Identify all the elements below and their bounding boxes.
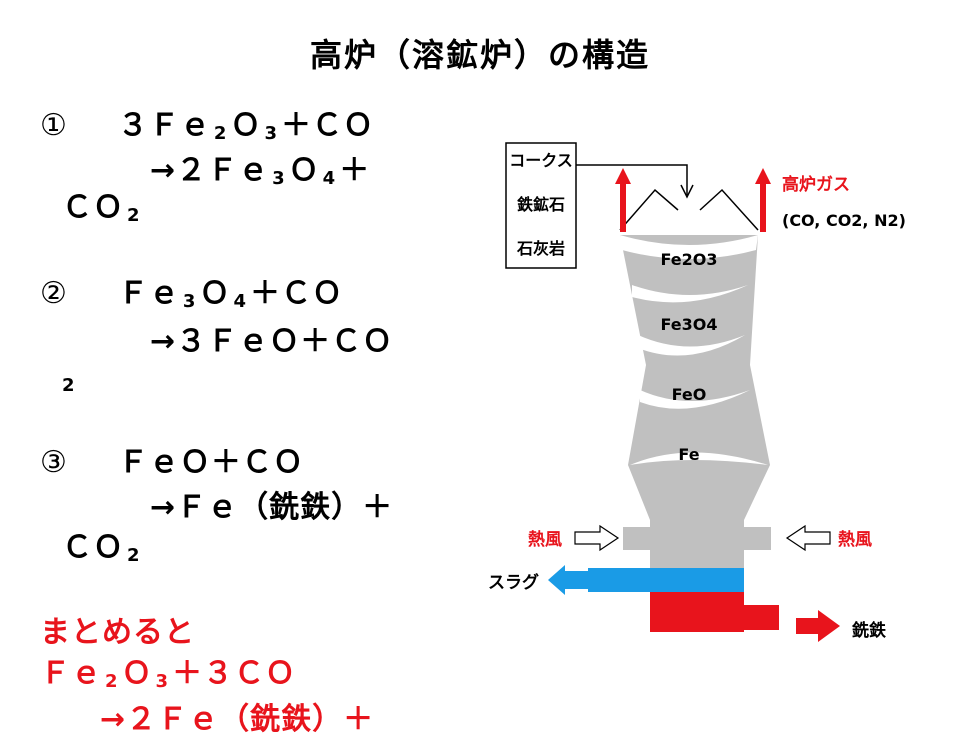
furnace-gas-formula: (CO, CO2, N2): [782, 211, 906, 230]
furnace-gas-label: 高炉ガス: [782, 174, 850, 195]
input-materials-box: [505, 142, 577, 269]
summary-text: Ｏ: [121, 656, 153, 691]
hopper-right: [699, 188, 759, 231]
furnace-body: [620, 235, 770, 600]
reaction-2-number: ②: [40, 276, 68, 311]
zone-label-fe2o3: Fe2O3: [661, 250, 718, 269]
zone-divider: [640, 390, 750, 409]
blast-furnace-diagram: コークス 鉄鉱石 石灰岩 高炉ガス (CO, CO2, N2) Fe2O3 Fe…: [488, 142, 906, 642]
reaction-2-text: Ｆｅ: [117, 276, 180, 311]
hopper-left: [619, 188, 679, 231]
subscript: 4: [233, 291, 247, 312]
subscript: 2: [127, 205, 141, 226]
zone-divider: [638, 335, 745, 356]
reaction-3-text: ＦｅＯ＋ＣＯ: [117, 445, 304, 480]
summary-text: ＋３ＣＯ: [172, 656, 297, 691]
reaction-1-text: Ｏ: [288, 153, 320, 188]
pig-iron-layer: [650, 592, 744, 632]
reaction-1-text: ＋ＣＯ: [280, 108, 374, 143]
subscript: 3: [272, 168, 286, 189]
reaction-1-number: ①: [40, 108, 68, 143]
reaction-1-text: ３Ｆｅ: [117, 108, 211, 143]
reaction-2-text: →３ＦｅＯ＋ＣＯ: [150, 324, 394, 359]
gas-arrow-right-icon: [755, 168, 771, 184]
zone-divider: [632, 285, 748, 303]
feed-line: [576, 164, 688, 195]
zone-divider: [620, 235, 758, 259]
reaction-3-number: ③: [40, 445, 68, 480]
subscript: 3: [155, 671, 170, 692]
pig-iron-arrow-icon: [796, 610, 840, 642]
gas-arrow-left-icon: [615, 168, 631, 184]
slag-layer: [588, 568, 744, 592]
reaction-2-text: Ｏ: [199, 276, 231, 311]
zone-divider: [630, 452, 768, 465]
summary-label: まとめると: [40, 615, 195, 650]
subscript: 2: [127, 545, 141, 566]
slag-arrow-icon: [548, 565, 588, 595]
reaction-3-line-2: →Ｆｅ（銑鉄）＋: [150, 482, 393, 526]
subscript: 3: [182, 291, 197, 312]
pig-iron-label: 銑鉄: [851, 620, 886, 641]
reaction-2-text: ＋ＣＯ: [249, 276, 343, 311]
feed-arrow-icon: [680, 184, 694, 199]
iron-ore-label: 鉄鉱石: [517, 195, 565, 214]
subscript: 2: [213, 123, 228, 144]
hot-air-arrow-left-icon: [574, 524, 620, 552]
summary-text: Ｆｅ: [40, 656, 102, 691]
reaction-1-text: →２Ｆｅ: [150, 153, 270, 188]
coke-label: コークス: [509, 151, 573, 170]
subscript: 2: [105, 671, 119, 692]
slag-label: スラグ: [488, 572, 539, 593]
zone-label-fe3o4: Fe3O4: [661, 315, 718, 334]
pig-iron-tap: [744, 605, 779, 630]
subscript: 3: [264, 123, 278, 144]
hot-air-arrow-right-icon: [785, 524, 831, 552]
subscript: 4: [322, 168, 337, 189]
hot-air-label-left: 熱風: [528, 529, 562, 550]
reaction-1-text: Ｏ: [230, 108, 262, 143]
reaction-2-line-3: 2: [62, 360, 76, 396]
reaction-3-text: ＣＯ: [62, 530, 124, 565]
zone-label-feo: FeO: [672, 385, 707, 404]
limestone-label: 石灰岩: [516, 239, 565, 258]
reaction-1-text: ＣＯ: [62, 190, 124, 225]
subscript: 2: [62, 375, 76, 396]
zone-label-fe: Fe: [678, 445, 699, 464]
page-title: 高炉（溶鉱炉）の構造: [309, 36, 650, 74]
hot-air-label-right: 熱風: [838, 529, 872, 550]
reaction-3-line-1: ③ ＦｅＯ＋ＣＯ: [40, 437, 304, 481]
reaction-2-line-2: →３ＦｅＯ＋ＣＯ: [150, 316, 393, 360]
reaction-1-text: ＋: [339, 153, 371, 188]
tuyere-block: [623, 527, 771, 550]
reaction-3-text: →Ｆｅ（銑鉄）＋: [150, 490, 394, 525]
